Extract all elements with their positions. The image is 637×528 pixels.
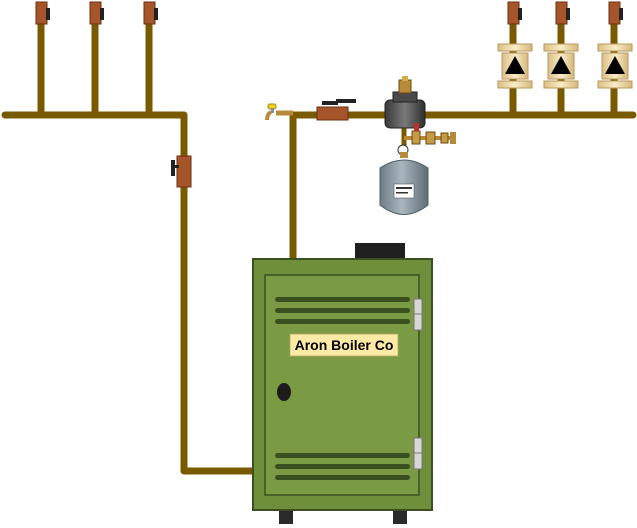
boiler-drain-valve[interactable] [265,103,293,121]
vent-slot [275,297,410,302]
flow-arrow-up-icon [551,56,571,74]
air-vent-icon [398,79,412,94]
flow-arrow-up-icon [505,56,525,74]
vent-slot [275,453,410,458]
boiler-nameplate [289,333,399,357]
return-main-pipe [180,115,255,475]
vent-slot [275,475,410,480]
vent-slot [275,464,410,469]
flow-arrow-up-icon [605,56,625,74]
zone-valve-3[interactable] [143,1,158,25]
door-knob[interactable] [277,383,291,401]
boiler-flue [355,243,405,260]
return-piping [1,18,255,475]
supply-piping [289,18,637,265]
air-separator [384,76,426,129]
supply-flow-valve[interactable] [316,99,356,121]
boiler-label: Aron Boiler Co [295,337,394,353]
circulator-pump-3[interactable] [597,1,633,89]
return-flow-valve[interactable] [171,155,192,188]
zone-valve-2[interactable] [89,1,104,25]
zone-valve-1[interactable] [35,1,50,25]
vent-slot [275,308,410,313]
relief-valve-icon [414,123,419,131]
circulator-pump-1[interactable] [497,1,533,89]
expansion-tank [379,152,429,215]
boiler: Aron Boiler Co [252,243,433,524]
circulator-pump-2[interactable] [543,1,579,89]
fill-valve[interactable] [397,123,456,156]
vent-slot [275,319,410,324]
supply-main-pipe [289,111,637,265]
